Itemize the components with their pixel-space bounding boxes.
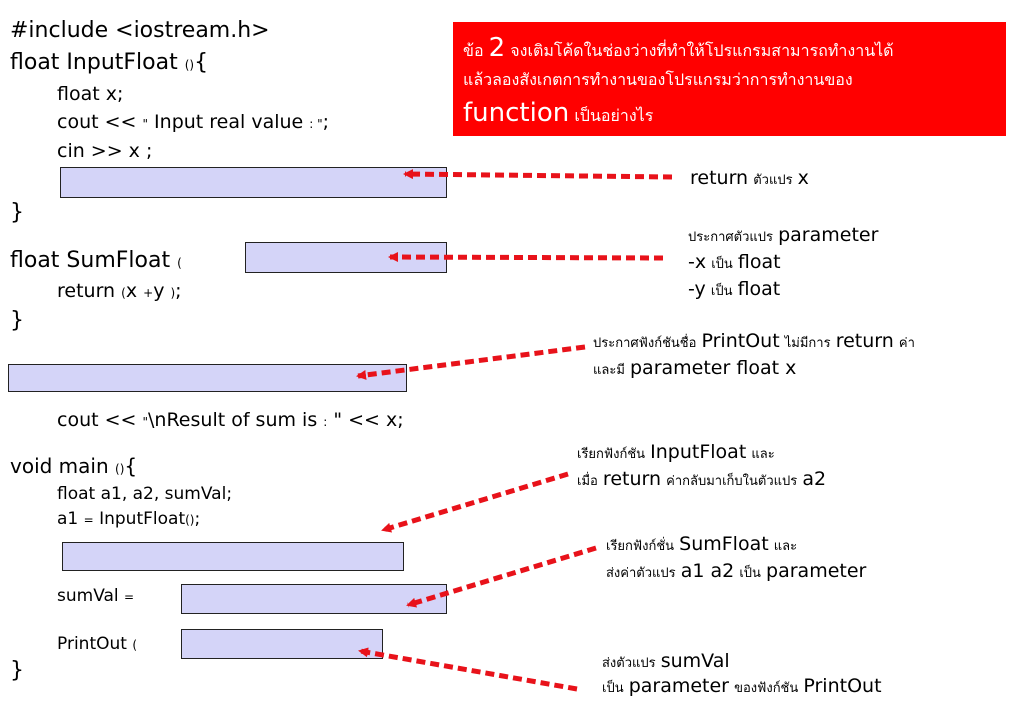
arrow-sumfloat-params — [388, 252, 664, 263]
blank-sumfloat-call[interactable] — [181, 584, 447, 614]
blank-printout-declaration[interactable] — [8, 364, 407, 392]
code-float-x-declaration: float x; — [57, 83, 124, 105]
code-main-declarations: float a1, a2, sumVal; — [57, 484, 233, 504]
arrow-printout-declaration — [356, 344, 586, 380]
code-return-sum: return (x +y ); — [57, 280, 182, 302]
code-sumfloat-signature: float SumFloat ( — [10, 248, 182, 273]
code-sumval-assignment: sumVal = — [57, 586, 135, 606]
note-inputfloat-call: เรียกฟังก์ชัน InputFloat และ เมื่อ retur… — [577, 441, 827, 490]
arrow-return-x — [403, 169, 673, 180]
code-inputfloat-signature: float InputFloat (){ — [10, 50, 209, 75]
note-printout-call: ส่งตัวแปร sumVal เป็น parameter ของฟังก์… — [602, 650, 882, 697]
task-line-2: แล้วลองสังเกตการทำงานของโปรแกรมว่าการทำง… — [463, 70, 853, 90]
code-a1-assignment: a1 = InputFloat(); — [57, 509, 201, 529]
note-printout-declaration: ประกาศฟังก์ชันชื่อ PrintOut ไม่มีการ ret… — [593, 330, 915, 379]
code-close-brace-2: } — [10, 308, 24, 333]
code-void-main: void main (){ — [10, 454, 138, 478]
blank-a2-assignment[interactable] — [62, 542, 404, 571]
code-include-line: #include <iostream.h> — [10, 18, 270, 43]
task-line-1: ข้อ 2 จงเติมโค้ดในช่องว่างที่ทำให้โปรแกร… — [463, 33, 894, 63]
task-instruction-box: ข้อ 2 จงเติมโค้ดในช่องว่างที่ทำให้โปรแกร… — [453, 22, 1006, 136]
note-sumfloat-call: เรียกฟังก์ชั่น SumFloat และ ส่งค่าตัวแปร… — [606, 533, 867, 582]
arrow-inputfloat-call — [381, 471, 569, 533]
code-printout-call: PrintOut ( — [57, 634, 138, 654]
note-sumfloat-params: ประกาศตัวแปร parameter -x เป็น float -y … — [688, 224, 879, 300]
blank-return-x[interactable] — [60, 167, 447, 198]
code-close-brace-1: } — [10, 200, 24, 225]
code-cout-input-prompt: cout << " Input real value : "; — [57, 111, 330, 133]
task-line-3: function เป็นอย่างไร — [463, 98, 654, 129]
blank-printout-argument[interactable] — [181, 629, 383, 659]
note-return-x: return ตัวแปร x — [690, 167, 809, 189]
code-cin-x: cin >> x ; — [57, 140, 153, 162]
arrow-sumfloat-call — [406, 545, 597, 608]
code-cout-result: cout << "\nResult of sum is : " << x; — [57, 409, 404, 431]
arrow-printout-call — [358, 647, 578, 692]
code-close-brace-3: } — [10, 658, 24, 683]
